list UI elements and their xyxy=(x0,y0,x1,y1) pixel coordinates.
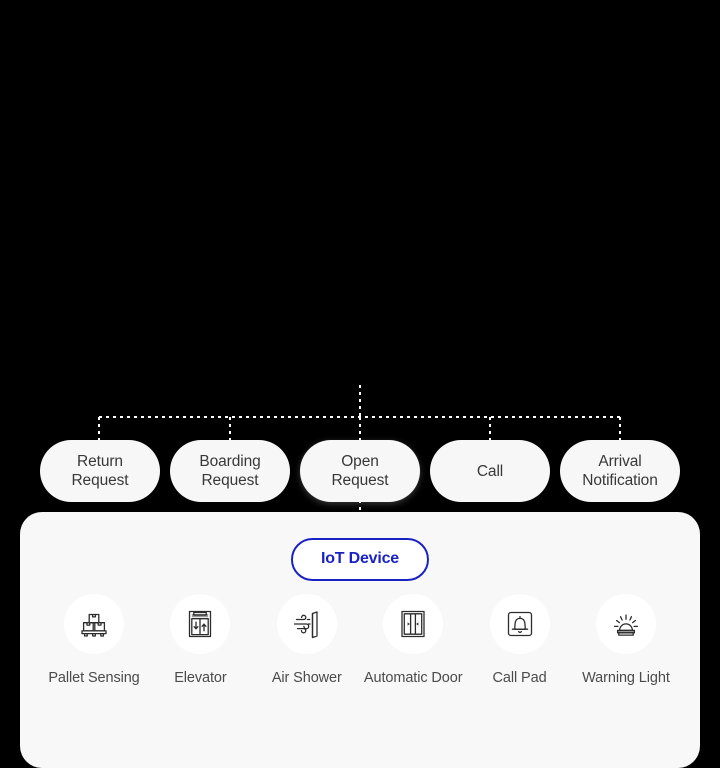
device-icon-circle xyxy=(383,594,444,654)
device-item-elevator[interactable]: Elevator xyxy=(150,594,250,689)
request-card-line2: Request xyxy=(201,472,259,489)
request-card-row: Return Request Boarding Request Open Req… xyxy=(0,440,720,502)
request-card-line1: Open xyxy=(341,453,379,470)
request-card-line2: Request xyxy=(331,472,389,489)
elevator-icon xyxy=(189,610,212,638)
device-item-call-pad[interactable]: Call Pad xyxy=(470,594,570,689)
request-card-call[interactable]: Call xyxy=(430,440,550,502)
request-card-open-request[interactable]: Open Request xyxy=(300,440,420,502)
device-icon-circle xyxy=(170,594,231,654)
request-card-arrival-notification[interactable]: Arrival Notification xyxy=(560,440,680,502)
request-card-line1: Boarding xyxy=(199,453,261,470)
sliding-door-icon xyxy=(401,610,425,638)
device-item-air-shower[interactable]: Air Shower xyxy=(257,594,357,689)
request-card-line1: Call xyxy=(476,462,504,480)
device-label: Elevator xyxy=(174,670,227,686)
device-label: Warning Light xyxy=(582,670,670,686)
air-shower-icon xyxy=(293,611,318,639)
device-label: Pallet Sensing xyxy=(48,670,140,686)
request-card-line1: Return xyxy=(77,453,123,470)
device-grid: Pallet Sensing Elevator xyxy=(44,594,676,689)
device-item-pallet-sensing[interactable]: Pallet Sensing xyxy=(44,594,144,689)
bell-pad-icon xyxy=(507,611,532,637)
device-item-automatic-door[interactable]: Automatic Door xyxy=(363,594,463,689)
request-card-line1: Arrival xyxy=(598,453,642,470)
iot-device-badge[interactable]: IoT Device xyxy=(290,538,430,581)
request-card-line2: Request xyxy=(71,472,129,489)
siren-light-icon xyxy=(613,614,639,636)
device-item-warning-light[interactable]: Warning Light xyxy=(576,594,676,689)
request-card-line2: Notification xyxy=(582,472,658,489)
request-card-boarding-request[interactable]: Boarding Request xyxy=(170,440,290,502)
device-label: Air Shower xyxy=(271,670,342,686)
device-icon-circle xyxy=(276,594,337,654)
pallet-boxes-icon xyxy=(81,613,107,637)
device-icon-circle xyxy=(595,594,656,654)
device-icon-circle xyxy=(64,594,124,654)
device-label: Automatic Door xyxy=(363,670,463,686)
device-label: Call Pad xyxy=(492,670,547,686)
iot-device-panel: IoT Device Pallet Sensing xyxy=(20,512,700,768)
request-card-return-request[interactable]: Return Request xyxy=(40,440,160,502)
device-icon-circle xyxy=(489,594,550,654)
